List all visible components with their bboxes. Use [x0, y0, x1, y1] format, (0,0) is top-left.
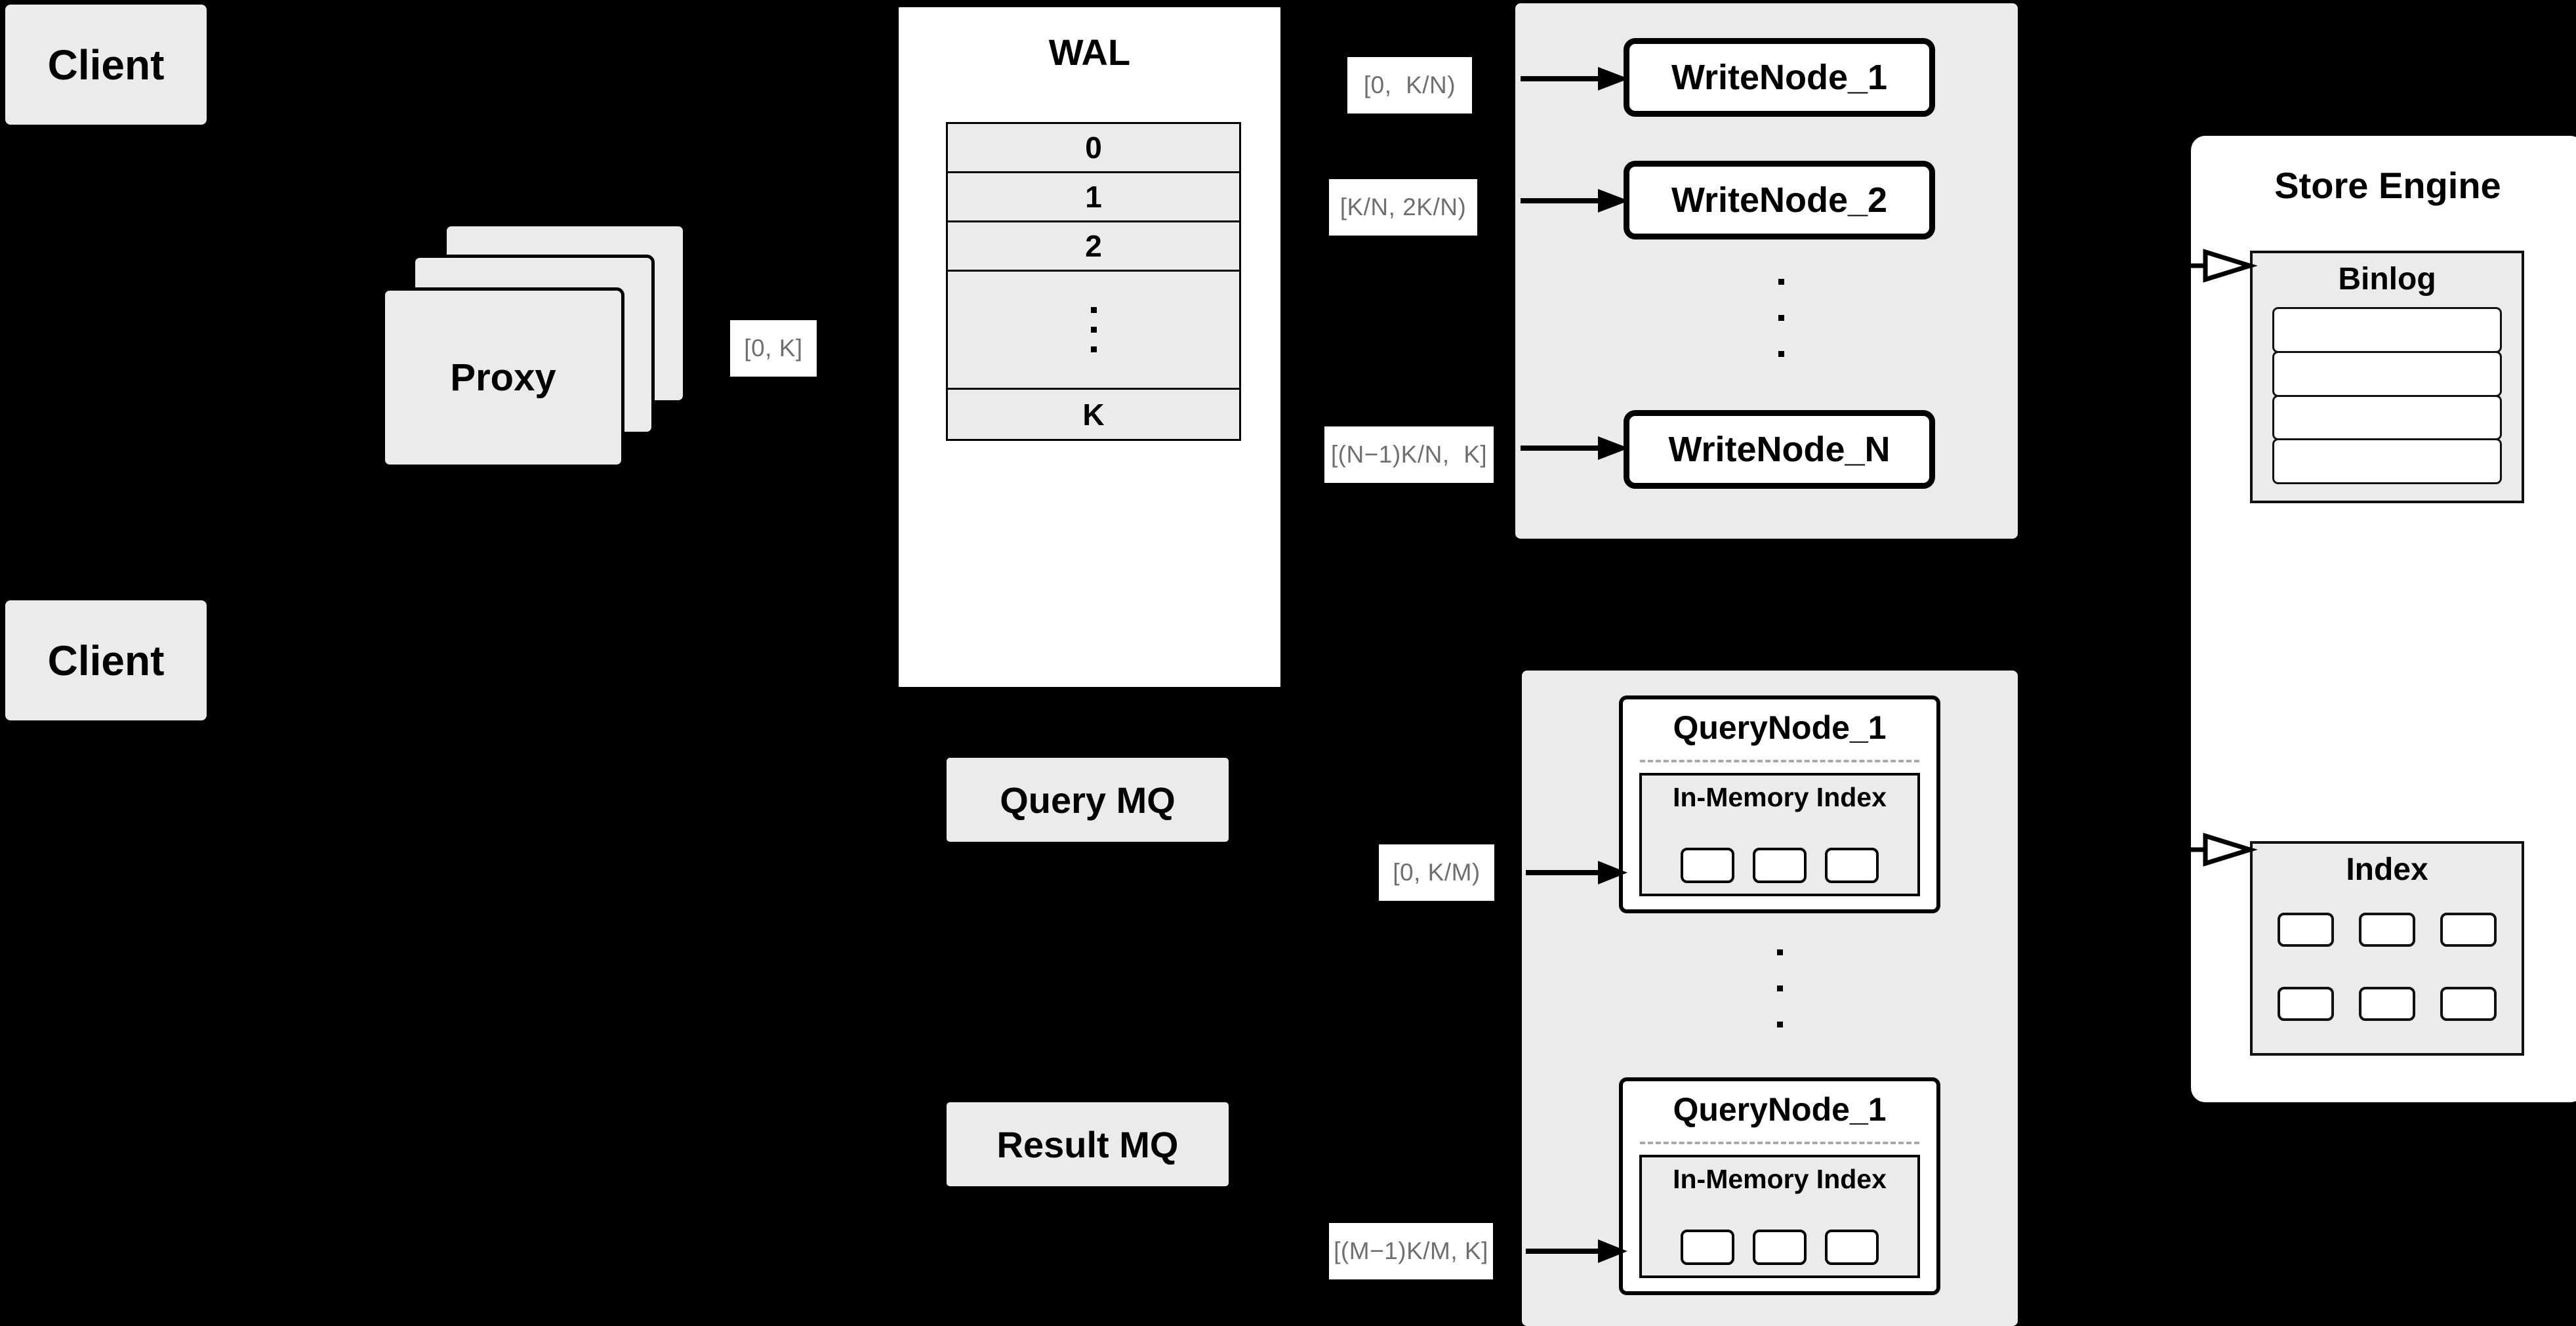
in-memory-index-m-title: In-Memory Index — [1673, 1164, 1887, 1194]
ellipsis-dot — [1778, 351, 1784, 357]
query-mq-box[interactable]: Query MQ — [947, 758, 1229, 842]
client-label-1: Client — [47, 41, 165, 89]
range-label-text: [(N−1)K/N, K] — [1330, 440, 1488, 468]
ellipsis-dot — [1776, 949, 1783, 955]
index-cell — [2440, 987, 2497, 1022]
query-node-m-title: QueryNode_1 — [1673, 1091, 1887, 1128]
index-cell-grid — [2270, 898, 2504, 1036]
in-memory-index-m: In-Memory Index — [1639, 1155, 1920, 1278]
binlog-row — [2272, 394, 2502, 441]
arrow-to-query-node-m — [1526, 1239, 1627, 1263]
index-cell — [2440, 912, 2497, 947]
query-mq-label: Query MQ — [1000, 779, 1176, 821]
range-label-write-node-1: [0, K/N) — [1347, 57, 1472, 114]
range-label-query-node-1: [0, K/M) — [1379, 844, 1494, 901]
in-memory-index-1: In-Memory Index — [1639, 773, 1920, 896]
query-node-1-title: QueryNode_1 — [1673, 709, 1887, 746]
query-node-1[interactable]: QueryNode_1 In-Memory Index — [1619, 695, 1940, 913]
result-mq-box[interactable]: Result MQ — [947, 1102, 1229, 1186]
binlog-row — [2272, 307, 2502, 353]
wal-row — [948, 272, 1239, 390]
write-node-n-label: WriteNode_N — [1668, 430, 1891, 469]
write-node-2-label: WriteNode_2 — [1671, 180, 1888, 220]
write-node-ellipsis — [1732, 279, 1830, 377]
wal-title: WAL — [1048, 31, 1131, 73]
write-node-1[interactable]: WriteNode_1 — [1624, 38, 1935, 117]
binlog-panel: Binlog — [2250, 251, 2524, 503]
query-node-ellipsis — [1730, 949, 1829, 1048]
client-label-2: Client — [47, 636, 165, 684]
ellipsis-dot — [1090, 327, 1097, 333]
in-memory-index-m-cells — [1642, 1230, 1917, 1265]
client-box-2[interactable]: Client — [5, 600, 207, 720]
range-label-write-node-n: [(N−1)K/N, K] — [1324, 426, 1494, 483]
binlog-row — [2272, 350, 2502, 397]
query-node-m[interactable]: QueryNode_1 In-Memory Index — [1619, 1077, 1940, 1295]
index-cell — [2359, 987, 2415, 1022]
store-engine-title: Store Engine — [2274, 165, 2501, 206]
write-node-cluster: WriteNode_1 WriteNode_2 WriteNode_N — [1515, 3, 2018, 539]
binlog-title: Binlog — [2338, 262, 2436, 297]
wal-row: 1 — [948, 173, 1239, 222]
ellipsis-dot — [1090, 346, 1097, 352]
range-label-text: [K/N, 2K/N) — [1339, 193, 1467, 220]
result-mq-label: Result MQ — [996, 1123, 1179, 1165]
range-label-query-node-m: [(M−1)K/M, K] — [1329, 1223, 1493, 1279]
ellipsis-dot — [1090, 307, 1097, 313]
range-label-write-node-2: [K/N, 2K/N) — [1329, 179, 1477, 236]
index-cell — [1681, 848, 1734, 883]
binlog-rows — [2272, 307, 2502, 484]
write-node-n[interactable]: WriteNode_N — [1624, 410, 1935, 489]
ellipsis-dot — [1778, 279, 1784, 285]
index-cell — [2278, 912, 2334, 947]
range-label-proxy-to-wal: [0, K] — [730, 320, 817, 377]
index-cell — [1753, 1230, 1807, 1265]
write-node-1-label: WriteNode_1 — [1671, 58, 1888, 97]
client-box-1[interactable]: Client — [5, 5, 207, 125]
ellipsis-dot — [1776, 1022, 1783, 1027]
index-title: Index — [2346, 852, 2428, 887]
proxy-box[interactable]: Proxy — [382, 287, 624, 468]
query-node-cluster: QueryNode_1 In-Memory Index QueryNode_1 … — [1522, 671, 2018, 1326]
wal-row: 2 — [948, 222, 1239, 272]
index-cell — [1825, 1230, 1879, 1265]
ellipsis-dot — [1778, 315, 1784, 321]
write-node-2[interactable]: WriteNode_2 — [1624, 161, 1935, 239]
arrow-to-write-node-1 — [1521, 67, 1629, 91]
index-cell — [1681, 1230, 1734, 1265]
wal-row: K — [948, 390, 1239, 439]
index-panel: Index — [2250, 841, 2524, 1056]
arrow-to-index — [2165, 833, 2258, 867]
ellipsis-dot — [1776, 985, 1783, 991]
query-node-m-divider — [1640, 1142, 1919, 1144]
in-memory-index-1-title: In-Memory Index — [1673, 782, 1887, 812]
index-cell — [1825, 848, 1879, 883]
store-engine-panel: Store Engine Binlog Index — [2191, 136, 2576, 1102]
range-label-text: [(M−1)K/M, K] — [1334, 1237, 1488, 1264]
range-label-text: [0, K/M) — [1393, 858, 1481, 886]
wal-row: 0 — [948, 124, 1239, 173]
proxy-label: Proxy — [450, 356, 556, 399]
binlog-row — [2272, 438, 2502, 484]
index-cell — [2278, 987, 2334, 1022]
range-label-text: [0, K] — [744, 334, 803, 362]
index-cell — [1753, 848, 1807, 883]
range-label-text: [0, K/N) — [1363, 71, 1456, 98]
query-node-1-divider — [1640, 760, 1919, 762]
arrow-to-binlog — [2165, 249, 2258, 283]
in-memory-index-1-cells — [1642, 848, 1917, 883]
arrow-to-write-node-n — [1521, 436, 1629, 460]
index-cell — [2359, 912, 2415, 947]
arrow-to-write-node-2 — [1521, 189, 1629, 213]
arrow-to-query-node-1 — [1526, 861, 1627, 884]
